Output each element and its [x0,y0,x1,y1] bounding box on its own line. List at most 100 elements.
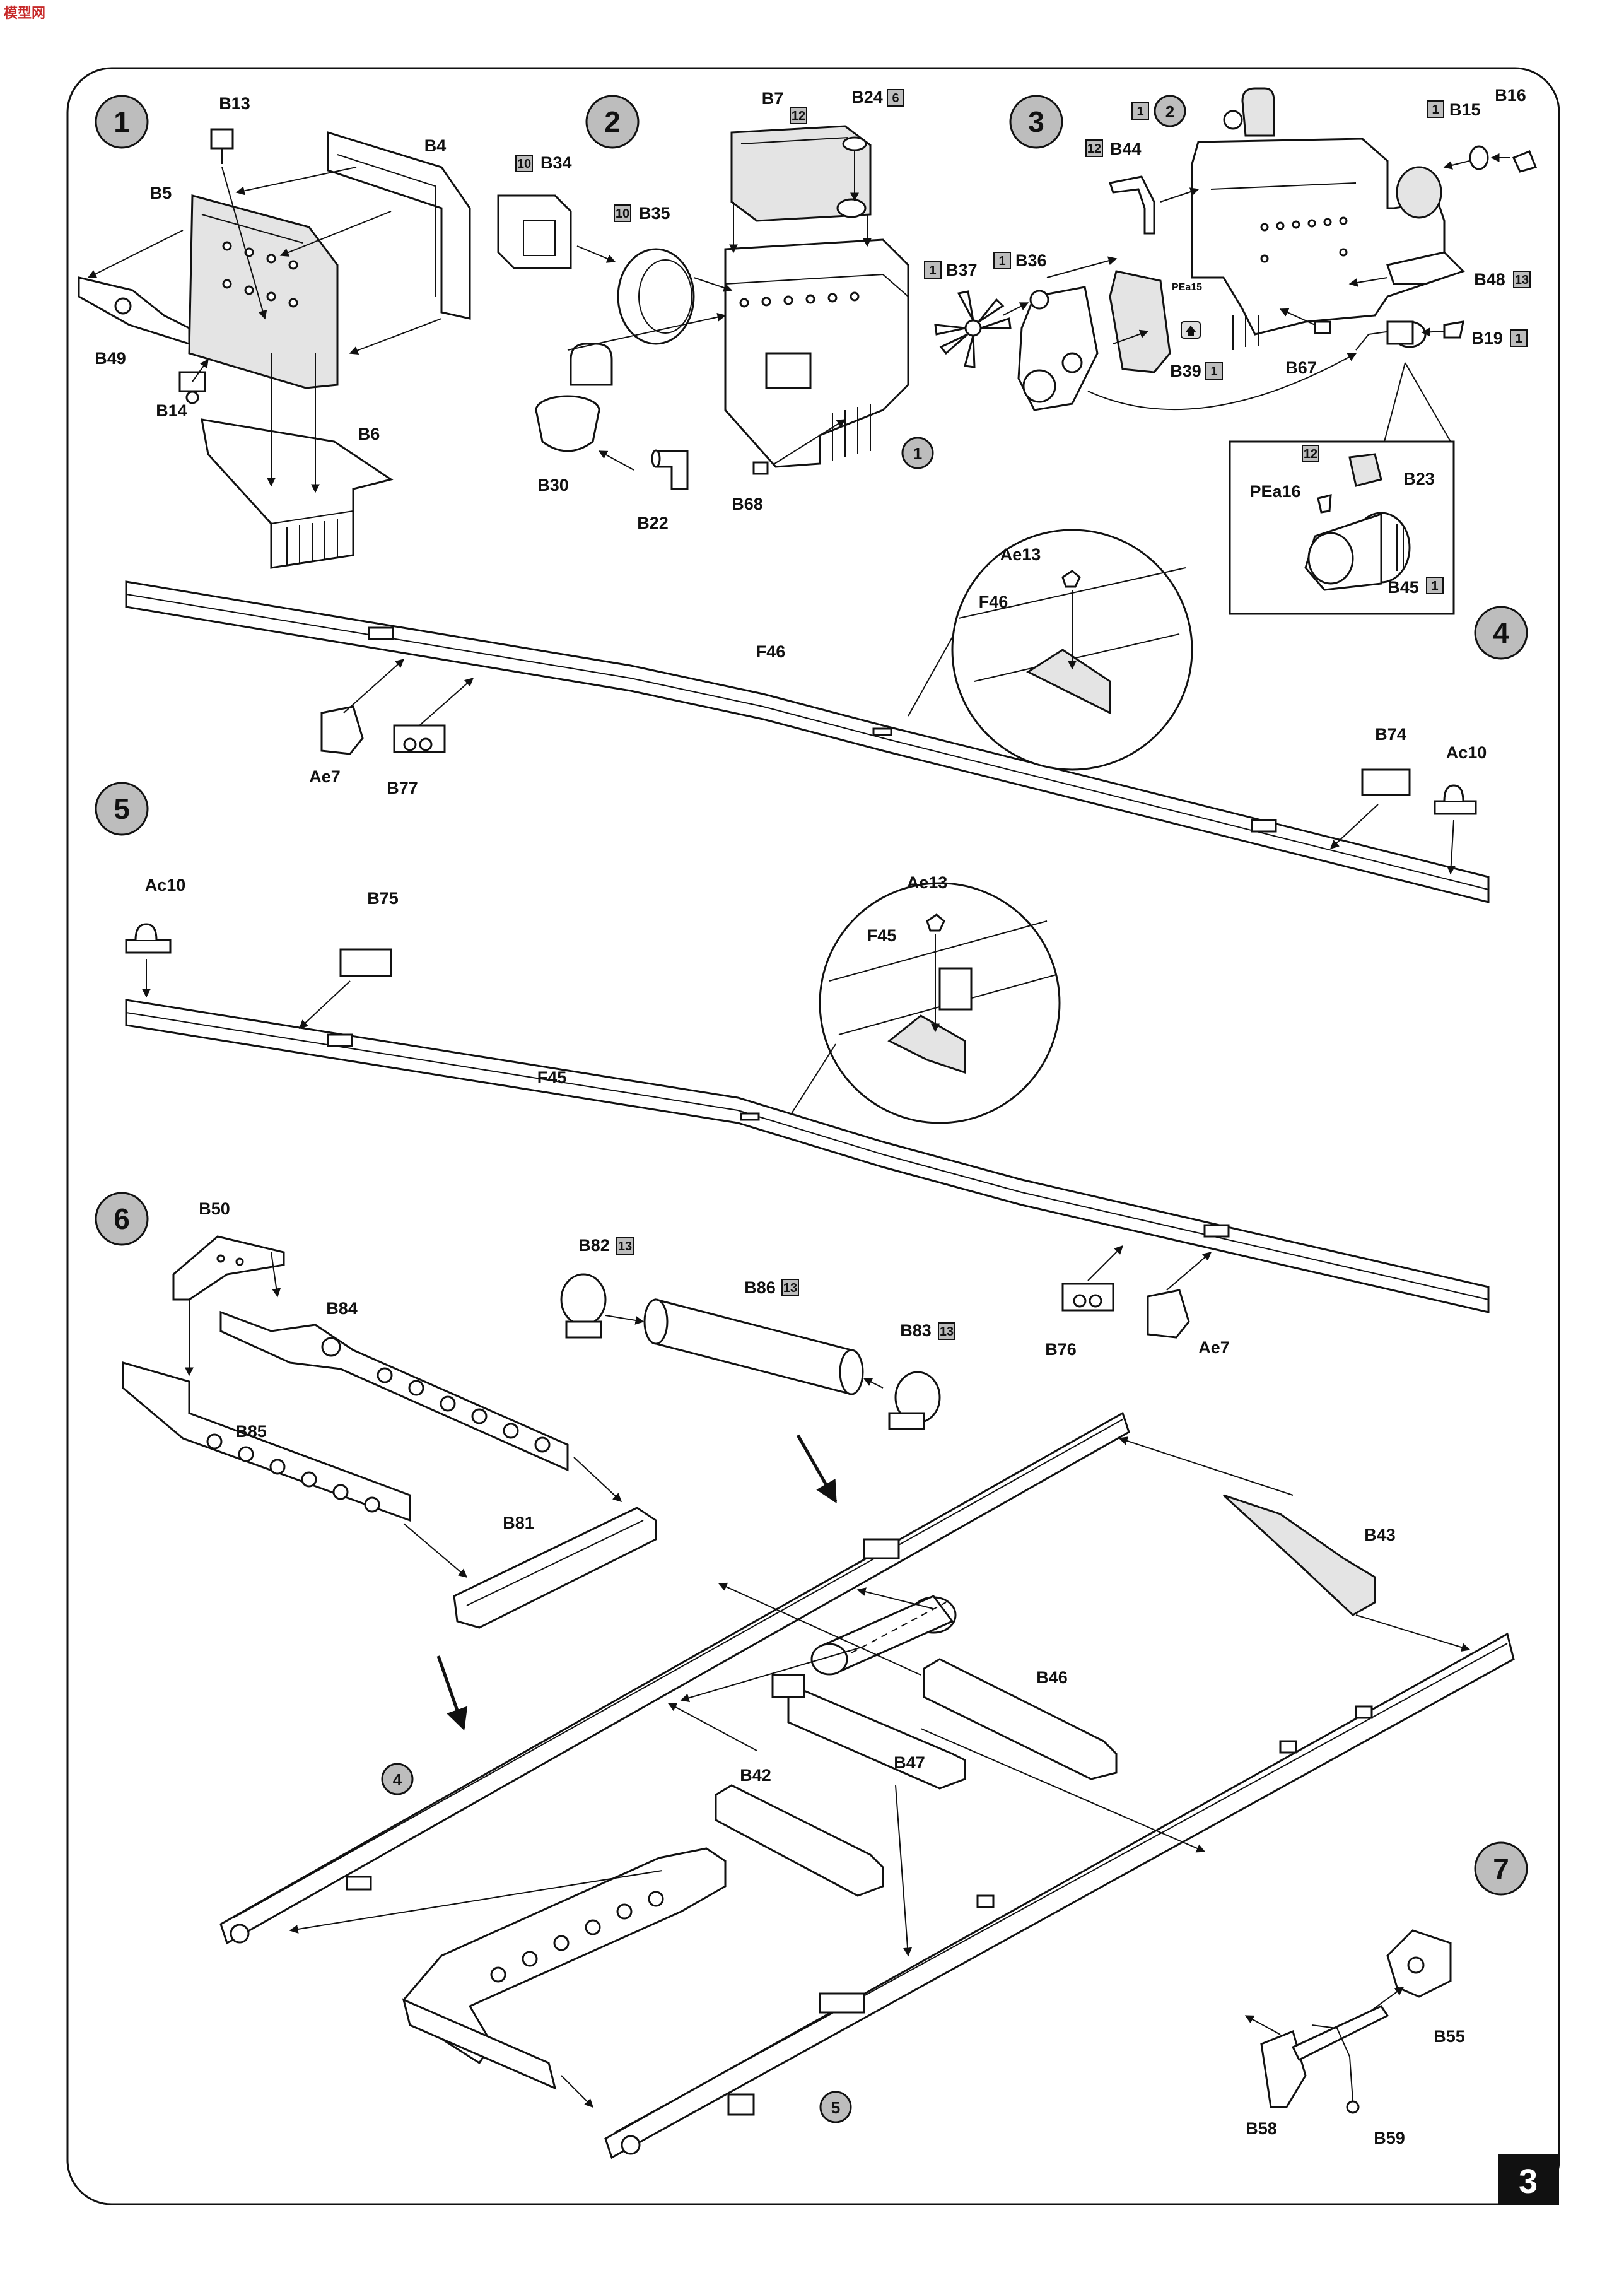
part-b4 [327,131,471,320]
box-b39: 1 [1210,365,1217,379]
step-badge [95,1192,149,1246]
part-engine-assembly [1191,87,1446,350]
label-b48: B48 [1474,270,1505,289]
part-b55 [1386,1929,1452,1998]
arrow-icon [796,1434,838,1504]
part-b84 [219,1310,569,1472]
part-f46 [125,580,1490,903]
label-f45: F45 [537,1068,567,1087]
label-b13: B13 [219,94,250,113]
label-b23: B23 [1403,469,1435,488]
part-b75 [339,948,392,977]
part-b49 [78,276,190,346]
part-b37 [934,290,1012,368]
part-b30 [535,343,613,452]
box-b7: 12 [792,109,805,123]
ref-badge [1154,95,1186,127]
label-b47: B47 [894,1753,925,1772]
step-number: 3 [1028,105,1044,138]
part-ac10-1 [1434,784,1477,815]
label-b74: B74 [1375,725,1406,744]
part-number-box [1205,362,1223,380]
part-number-box [1085,139,1103,157]
part-starter-small [1386,320,1427,348]
part-ae7-2 [1147,1289,1190,1339]
label-b58: B58 [1246,2119,1277,2138]
part-b50 [172,1235,285,1301]
part-b83 [888,1371,941,1430]
label-b83: B83 [900,1321,932,1340]
part-number-box [993,252,1011,269]
logo-text: 模型网 [4,5,45,21]
ref-number: 5 [831,2098,840,2117]
part-b36 [1017,286,1099,411]
label-b76: B76 [1045,1340,1077,1359]
part-b67 [1314,320,1331,334]
part-b44 [1109,175,1155,235]
box-b48: 13 [1515,273,1529,287]
part-number-box [616,1237,634,1255]
label-b46: B46 [1036,1668,1068,1687]
label-ae13: Ae13 [907,873,948,892]
step-number: 2 [604,105,621,138]
sheet-frame [66,67,1560,2205]
label-ae7: Ae7 [1198,1338,1230,1357]
step-number: 4 [1493,616,1509,649]
part-number-box [515,155,533,172]
part-b86 [643,1298,864,1395]
box-b24: 6 [892,91,899,105]
label-b34: B34 [540,153,572,172]
label-ac10: Ac10 [1446,743,1487,762]
label-b37: B37 [946,261,978,279]
part-b48 [1386,251,1465,285]
box-b83: 13 [940,1325,954,1339]
label-b68: B68 [732,495,763,514]
part-b74 [1361,768,1411,796]
label-b44: B44 [1110,139,1142,158]
label-b35: B35 [639,204,670,223]
step-6: 6 [95,1192,1515,2159]
box-b19: 1 [1515,332,1522,346]
box-b23: 12 [1304,447,1317,461]
step-1: 1 [78,94,471,569]
label-b7: B7 [762,89,784,108]
label-b84: B84 [326,1299,358,1318]
detail-starter [1229,440,1455,615]
label-b45: B45 [1387,578,1419,597]
label-b86: B86 [744,1278,776,1297]
label-b14: B14 [156,401,187,420]
detail-f45 [819,882,1061,1124]
step-badge [1009,95,1063,149]
ref-badge [901,437,934,469]
step-badge [585,95,640,149]
part-b85 [122,1361,411,1522]
label-b81: B81 [503,1513,534,1532]
box-s3-2: 1 [1136,105,1143,119]
part-number-box [887,89,904,107]
part-number-box [781,1279,799,1296]
arrow-icon [436,1655,468,1731]
box-b86: 13 [783,1281,797,1295]
part-b15 [1469,145,1489,170]
label-f46-detail: F46 [979,592,1008,611]
step-3: 3 [924,86,1538,615]
label-b55: B55 [1434,2027,1465,2046]
part-ae7-1 [320,705,364,755]
part-b5 [188,194,339,389]
step-number: 7 [1493,1852,1509,1885]
part-b24 [842,136,867,151]
detail-f46 [951,529,1193,771]
ref-badge [381,1763,414,1795]
label-f45-detail: F45 [867,926,897,945]
part-b6 [201,418,394,569]
box-b15: 1 [1432,103,1439,117]
label-b50: B50 [199,1199,230,1218]
step-number: 1 [114,105,130,138]
step-badge [1474,1841,1528,1896]
part-number-box [938,1322,955,1340]
part-b19 [1443,320,1464,339]
step-badge [95,782,149,836]
part-number-box [1426,577,1444,594]
ref-number: 4 [393,1770,402,1789]
